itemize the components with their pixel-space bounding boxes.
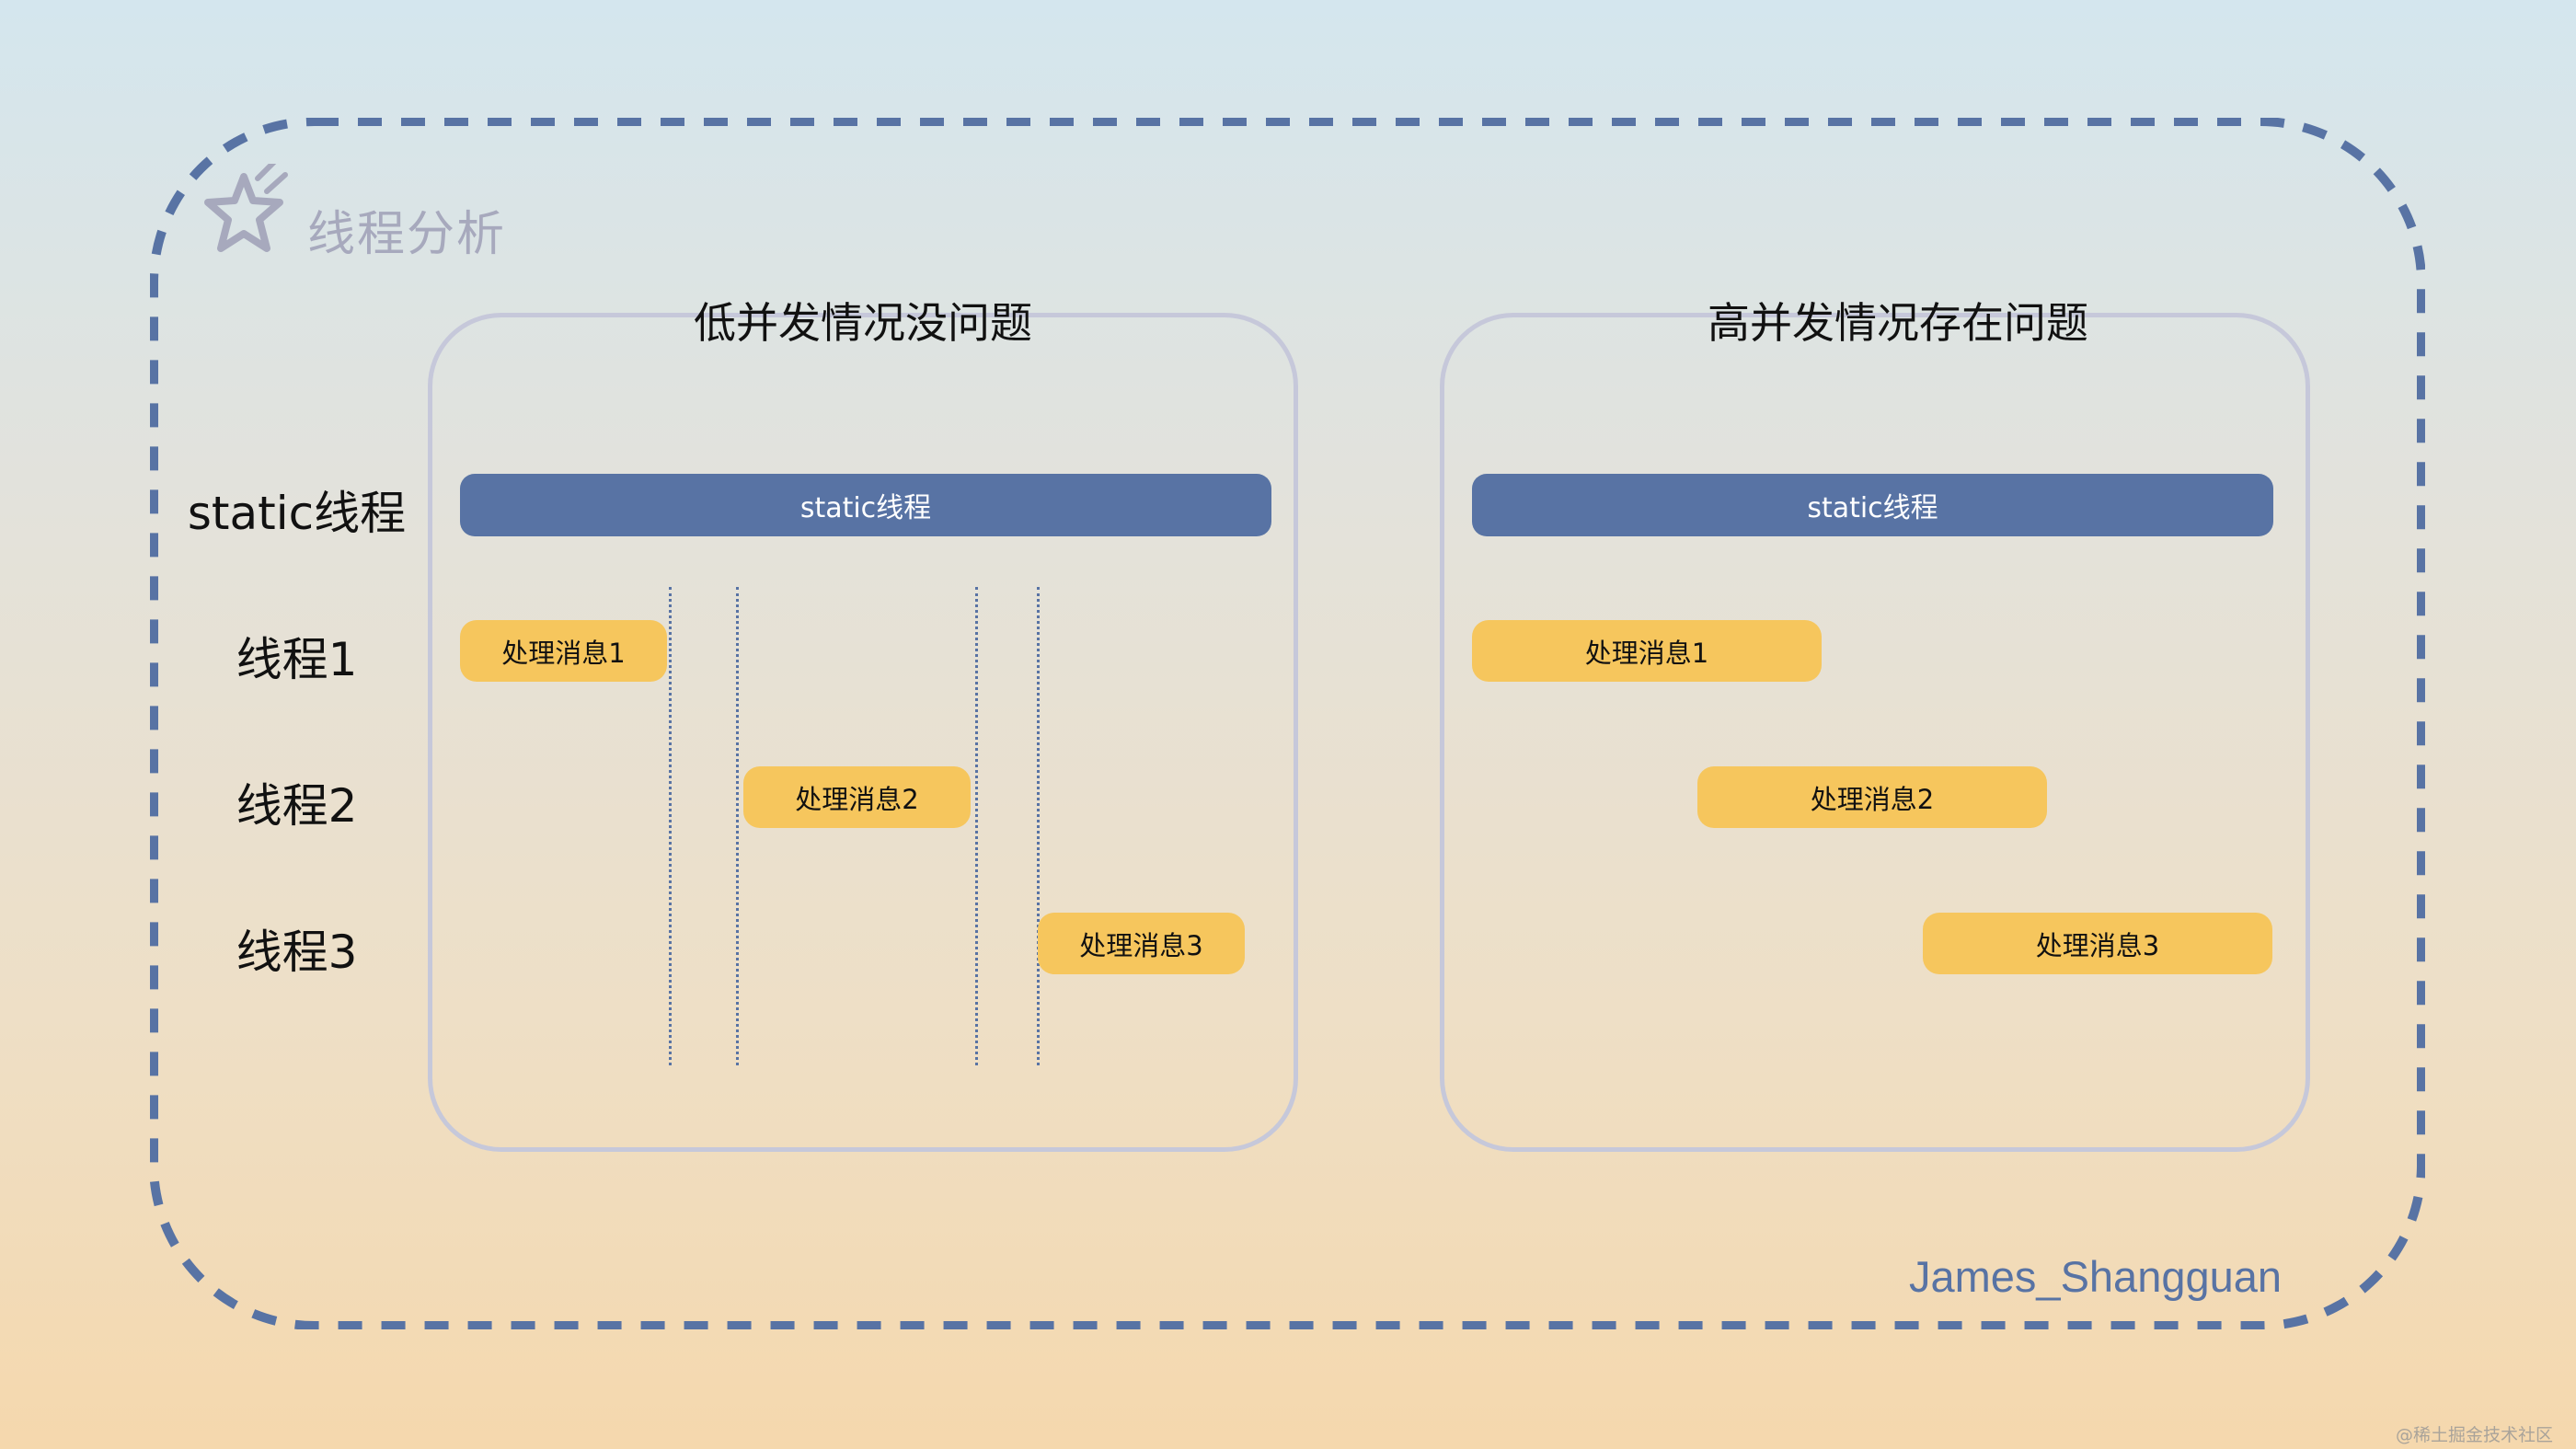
dotted-guide-line bbox=[975, 587, 978, 1065]
row-label-static-thread: static线程 bbox=[187, 487, 407, 540]
row-label-thread-3: 线程3 bbox=[236, 926, 358, 979]
static-thread-bar-high: static线程 bbox=[1472, 474, 2273, 536]
panel-high-concurrency bbox=[1440, 313, 2310, 1152]
panel-title-high-concurrency: 高并发情况存在问题 bbox=[1708, 298, 2088, 348]
dotted-guide-line bbox=[669, 587, 672, 1065]
section-title: 线程分析 bbox=[307, 207, 507, 262]
static-thread-bar-low: static线程 bbox=[460, 474, 1271, 536]
message-bar-2-low: 处理消息2 bbox=[743, 766, 971, 828]
message-bar-3-low: 处理消息3 bbox=[1038, 913, 1245, 974]
row-label-thread-2: 线程2 bbox=[236, 779, 358, 833]
row-label-thread-1: 线程1 bbox=[236, 633, 358, 686]
message-bar-2-high: 处理消息2 bbox=[1697, 766, 2047, 828]
dotted-guide-line bbox=[736, 587, 739, 1065]
message-bar-1-high: 处理消息1 bbox=[1472, 620, 1822, 682]
message-bar-1-low: 处理消息1 bbox=[460, 620, 667, 682]
panel-low-concurrency bbox=[428, 313, 1298, 1152]
star-icon bbox=[204, 164, 288, 252]
panel-title-low-concurrency: 低并发情况没问题 bbox=[694, 298, 1032, 348]
author-signature: James_Shangguan bbox=[1909, 1252, 2283, 1301]
watermark: @稀土掘金技术社区 bbox=[2395, 1425, 2553, 1445]
message-bar-3-high: 处理消息3 bbox=[1923, 913, 2272, 974]
dotted-guide-line bbox=[1037, 587, 1040, 1065]
